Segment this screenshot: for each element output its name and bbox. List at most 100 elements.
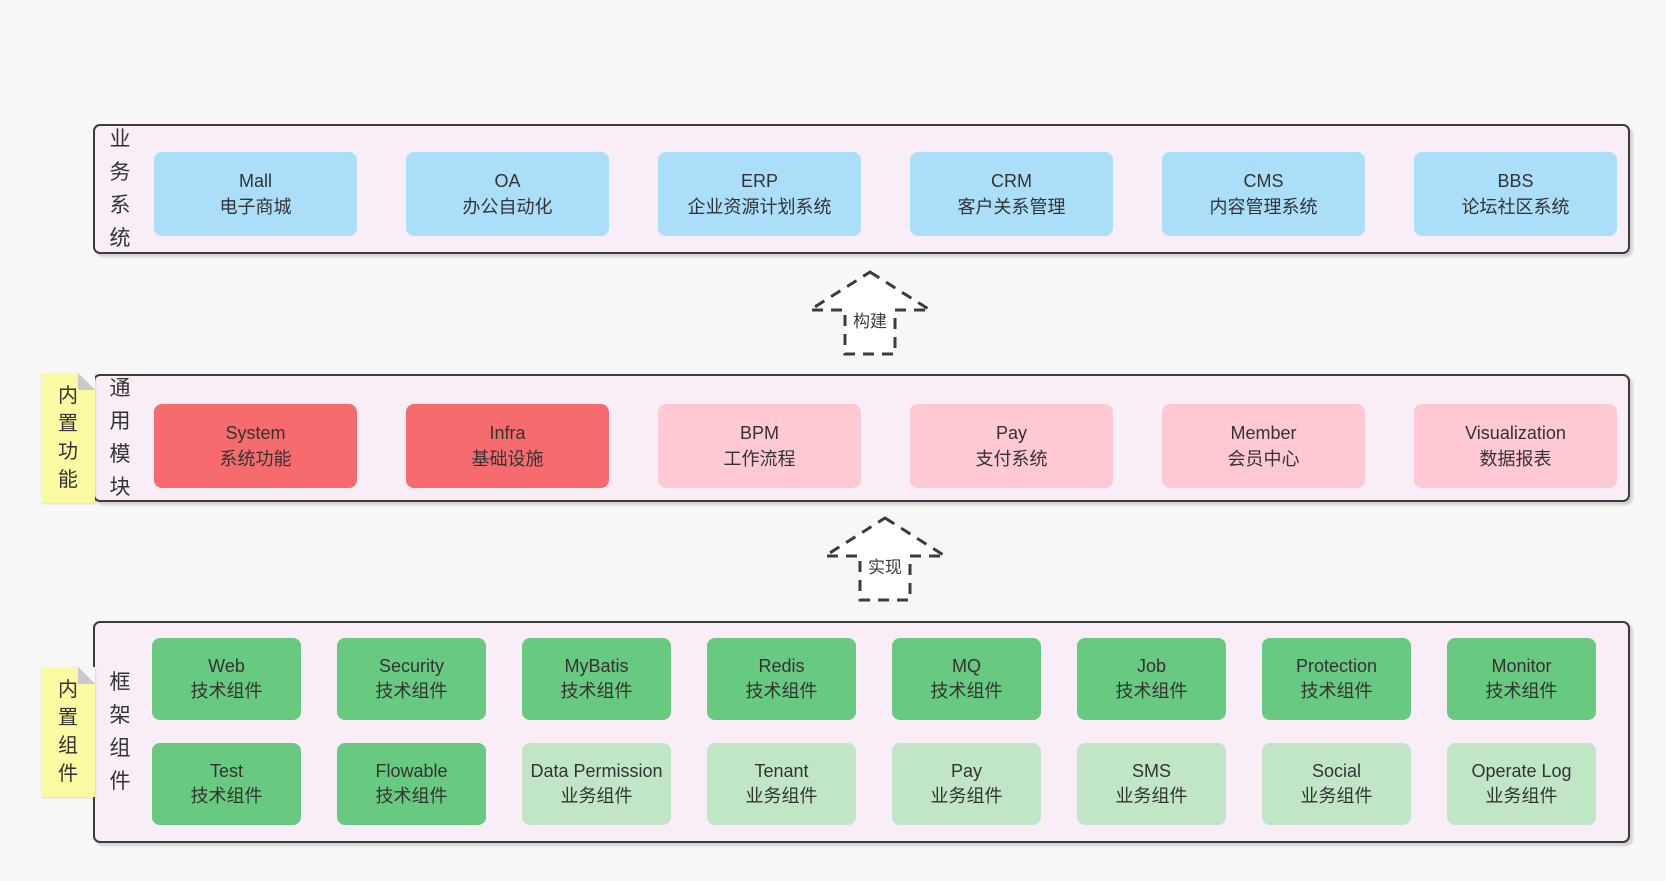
box-name: Web — [208, 656, 245, 676]
box-desc: 客户关系管理 — [957, 197, 1066, 217]
box-desc: 业务组件 — [560, 786, 633, 806]
box-name: Monitor — [1491, 656, 1552, 676]
box-name: Data Permission — [530, 761, 663, 781]
box-desc: 技术组件 — [1485, 681, 1558, 701]
arrow-implement-label: 实现 — [866, 558, 904, 578]
note-text: 内置功能 — [58, 385, 78, 491]
box-operate-log: Operate Log 业务组件 — [1447, 743, 1596, 825]
box-social: Social 业务组件 — [1262, 743, 1411, 825]
panel-business-systems: 业务系统 Mall 电子商城 OA 办公自动化 ERP 企业资源计划系统 CRM… — [93, 124, 1630, 254]
box-tenant: Tenant 业务组件 — [707, 743, 856, 825]
box-mall: Mall 电子商城 — [154, 152, 357, 236]
box-sms: SMS 业务组件 — [1077, 743, 1226, 825]
box-desc: 内容管理系统 — [1209, 197, 1318, 217]
box-desc: 技术组件 — [1300, 681, 1373, 701]
box-system: System 系统功能 — [154, 404, 357, 488]
framework-box-row-top: Web 技术组件 Security 技术组件 MyBatis 技术组件 Redi… — [152, 638, 1596, 720]
box-name: Tenant — [754, 761, 809, 781]
box-name: MyBatis — [564, 656, 629, 676]
box-name: OA — [494, 171, 521, 191]
box-name: BBS — [1497, 171, 1534, 191]
panel-business-label: 业务系统 — [109, 128, 131, 250]
box-web: Web 技术组件 — [152, 638, 301, 720]
box-test: Test 技术组件 — [152, 743, 301, 825]
box-mq: MQ 技术组件 — [892, 638, 1041, 720]
box-pay-component: Pay 业务组件 — [892, 743, 1041, 825]
box-name: System — [225, 423, 286, 443]
box-desc: 数据报表 — [1479, 449, 1552, 469]
box-desc: 企业资源计划系统 — [687, 197, 832, 217]
box-name: Pay — [995, 423, 1028, 443]
box-name: MQ — [952, 656, 981, 676]
business-box-row: Mall 电子商城 OA 办公自动化 ERP 企业资源计划系统 CRM 客户关系… — [154, 152, 1617, 236]
panel-framework-components: 内置组件 框架组件 Web 技术组件 Security 技术组件 MyBatis… — [41, 621, 1630, 843]
box-member: Member 会员中心 — [1162, 404, 1365, 488]
box-job: Job 技术组件 — [1077, 638, 1226, 720]
box-name: BPM — [739, 423, 779, 443]
box-name: Member — [1230, 423, 1297, 443]
box-name: Security — [378, 656, 445, 676]
box-cms: CMS 内容管理系统 — [1162, 152, 1365, 236]
box-name: Redis — [758, 656, 805, 676]
box-name: Operate Log — [1471, 761, 1572, 781]
note-fold-corner-icon — [78, 373, 95, 390]
box-name: Pay — [950, 761, 983, 781]
framework-box-row-bottom: Test 技术组件 Flowable 技术组件 Data Permission … — [152, 743, 1596, 825]
box-desc: 技术组件 — [190, 786, 263, 806]
box-erp: ERP 企业资源计划系统 — [658, 152, 861, 236]
box-desc: 基础设施 — [471, 449, 544, 469]
box-name: Social — [1311, 761, 1362, 781]
box-name: CMS — [1243, 171, 1284, 191]
box-bbs: BBS 论坛社区系统 — [1414, 152, 1617, 236]
box-crm: CRM 客户关系管理 — [910, 152, 1113, 236]
box-desc: 业务组件 — [930, 786, 1003, 806]
box-desc: 系统功能 — [219, 449, 292, 469]
box-desc: 技术组件 — [375, 681, 448, 701]
box-protection: Protection 技术组件 — [1262, 638, 1411, 720]
arrow-build: 构建 — [804, 270, 936, 356]
sticky-note-builtin-components: 内置组件 — [41, 667, 95, 797]
arrow-build-label: 构建 — [851, 312, 889, 332]
box-name: Protection — [1295, 656, 1378, 676]
box-desc: 会员中心 — [1227, 449, 1300, 469]
box-name: Mall — [238, 171, 272, 191]
box-desc: 论坛社区系统 — [1461, 197, 1570, 217]
box-name: ERP — [740, 171, 778, 191]
box-name: CRM — [991, 171, 1032, 191]
box-infra: Infra 基础设施 — [406, 404, 609, 488]
note-fold-corner-icon — [78, 667, 95, 684]
box-desc: 办公自动化 — [462, 197, 553, 217]
common-box-row: System 系统功能 Infra 基础设施 BPM 工作流程 Pay 支付系统… — [154, 404, 1617, 488]
box-oa: OA 办公自动化 — [406, 152, 609, 236]
note-text: 内置组件 — [58, 679, 78, 785]
box-visualization: Visualization 数据报表 — [1414, 404, 1617, 488]
box-mybatis: MyBatis 技术组件 — [522, 638, 671, 720]
sticky-note-builtin-features: 内置功能 — [41, 373, 95, 503]
box-pay-system: Pay 支付系统 — [910, 404, 1113, 488]
box-desc: 工作流程 — [723, 449, 796, 469]
box-desc: 支付系统 — [975, 449, 1048, 469]
box-flowable: Flowable 技术组件 — [337, 743, 486, 825]
box-desc: 技术组件 — [560, 681, 633, 701]
box-data-permission: Data Permission 业务组件 — [522, 743, 671, 825]
box-desc: 技术组件 — [930, 681, 1003, 701]
box-bpm: BPM 工作流程 — [658, 404, 861, 488]
box-desc: 业务组件 — [1115, 786, 1188, 806]
arrow-implement: 实现 — [819, 516, 951, 602]
box-desc: 业务组件 — [1485, 786, 1558, 806]
box-redis: Redis 技术组件 — [707, 638, 856, 720]
box-desc: 技术组件 — [745, 681, 818, 701]
box-desc: 电子商城 — [219, 197, 292, 217]
box-name: Flowable — [375, 761, 448, 781]
box-desc: 业务组件 — [745, 786, 818, 806]
box-monitor: Monitor 技术组件 — [1447, 638, 1596, 720]
box-name: Job — [1136, 656, 1167, 676]
box-name: Test — [209, 761, 243, 781]
box-name: SMS — [1131, 761, 1171, 781]
box-security: Security 技术组件 — [337, 638, 486, 720]
box-desc: 技术组件 — [375, 786, 448, 806]
box-desc: 技术组件 — [190, 681, 263, 701]
box-desc: 技术组件 — [1115, 681, 1188, 701]
box-name: Infra — [489, 423, 526, 443]
